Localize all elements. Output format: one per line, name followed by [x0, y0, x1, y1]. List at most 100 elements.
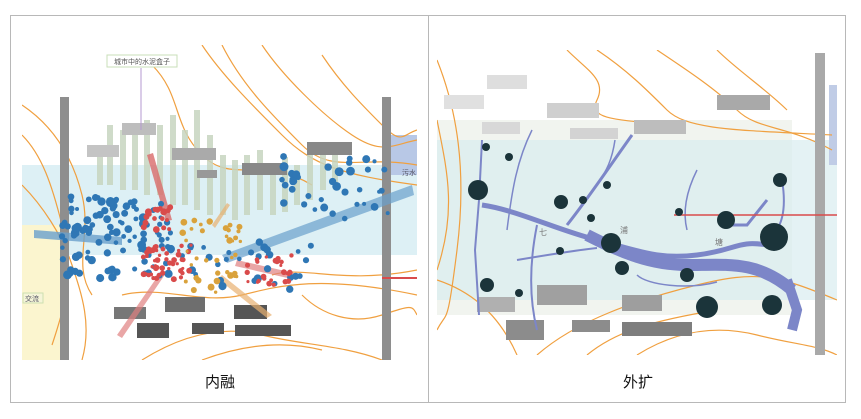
scatter-dot	[203, 258, 209, 263]
scatter-dot	[140, 254, 146, 260]
node-circle	[773, 173, 787, 187]
node-circle	[680, 268, 694, 282]
scatter-dot	[152, 258, 157, 263]
scatter-dot	[154, 264, 160, 271]
scatter-dot	[318, 196, 324, 203]
scatter-dot	[154, 248, 159, 253]
scatter-dot	[164, 251, 169, 256]
scatter-dot	[185, 249, 189, 253]
scatter-dot	[247, 249, 255, 256]
scatter-dot	[96, 195, 101, 200]
scatter-dot	[175, 251, 182, 258]
scatter-dot	[68, 205, 75, 213]
scatter-dot	[84, 255, 91, 261]
scatter-dot	[282, 278, 288, 285]
scatter-dot	[152, 216, 157, 221]
scatter-dot	[178, 268, 184, 274]
scatter-dot	[171, 257, 177, 263]
scatter-dot	[226, 249, 232, 256]
scatter-dot	[329, 210, 336, 217]
scatter-dot	[226, 237, 233, 244]
scatter-dot	[279, 263, 283, 267]
left-label-text: 交流	[25, 294, 39, 303]
scatter-dot	[122, 202, 131, 210]
scatter-dot	[233, 252, 238, 258]
scatter-dot	[70, 232, 78, 239]
river-label-3: 塘	[715, 237, 723, 247]
scatter-dot	[183, 279, 188, 284]
scatter-dot	[246, 280, 250, 284]
scatter-dot	[149, 247, 153, 251]
scatter-dot	[215, 270, 221, 276]
scatter-dot	[186, 267, 193, 274]
node-circle	[482, 143, 490, 151]
scatter-dot	[236, 256, 242, 262]
scatter-dot	[244, 269, 250, 275]
scatter-dot	[132, 266, 138, 272]
scatter-dot	[224, 234, 229, 239]
scatter-dot	[103, 249, 111, 257]
scatter-dot	[140, 230, 147, 238]
scatter-dot	[121, 209, 129, 217]
scatter-dot	[149, 272, 154, 277]
scatter-dot	[132, 234, 137, 239]
left-label-box	[22, 292, 44, 304]
scatter-dot	[255, 238, 264, 246]
scatter-dot	[341, 215, 348, 222]
scatter-dot	[133, 206, 139, 212]
scatter-dot	[263, 265, 272, 273]
scatter-dot	[152, 226, 160, 233]
scatter-dot	[95, 238, 103, 246]
scatter-dot	[302, 257, 310, 264]
scatter-dot	[356, 186, 363, 193]
scatter-dot	[97, 197, 106, 206]
scatter-dot	[232, 270, 238, 277]
scatter-dot	[103, 215, 112, 224]
scatter-dot	[157, 206, 163, 211]
node-circle	[615, 261, 629, 275]
scatter-dot	[85, 249, 91, 255]
scatter-dot	[157, 253, 162, 257]
node-circle	[760, 223, 788, 251]
scatter-dot	[199, 228, 205, 234]
scatter-dot	[92, 212, 100, 219]
scatter-dot	[108, 272, 117, 282]
scatter-dot	[227, 222, 233, 228]
scatter-dot	[141, 258, 148, 265]
scatter-dot	[112, 228, 121, 237]
scatter-dot	[274, 258, 281, 265]
scatter-dot	[292, 170, 301, 179]
scatter-dot	[167, 230, 173, 236]
scatter-dot	[271, 282, 276, 287]
scatter-dot	[190, 287, 197, 294]
blue-zone	[829, 85, 837, 165]
scatter-dot	[289, 180, 295, 185]
scatter-dot	[214, 257, 220, 263]
scatter-dot	[231, 239, 235, 243]
scatter-dot	[238, 239, 243, 244]
node-circle	[556, 247, 564, 255]
scatter-dot	[167, 267, 171, 271]
scatter-dot	[159, 216, 165, 221]
scatter-dots	[58, 153, 390, 294]
scatter-dot	[305, 192, 312, 199]
scatter-dot	[179, 243, 184, 249]
node-circle	[587, 214, 595, 222]
scatter-dot	[189, 263, 194, 267]
scatter-dot	[150, 265, 154, 269]
scatter-dot	[105, 196, 115, 206]
scatter-dot	[58, 233, 66, 240]
scatter-dot	[362, 155, 371, 164]
panel-inner-fusion-diagram: 城市中的水泥盒子 污水 交流	[22, 45, 417, 360]
scatter-dot	[69, 210, 74, 216]
scatter-dot	[168, 248, 174, 254]
scatter-dot	[89, 222, 96, 228]
scatter-dot	[103, 233, 112, 242]
scatter-dot	[255, 280, 260, 284]
scatter-dot	[164, 243, 171, 250]
scatter-dot	[264, 255, 269, 259]
scatter-dot	[194, 256, 199, 261]
scatter-dot	[180, 257, 186, 263]
scatter-dot	[160, 246, 166, 252]
scatter-dot	[215, 261, 221, 268]
